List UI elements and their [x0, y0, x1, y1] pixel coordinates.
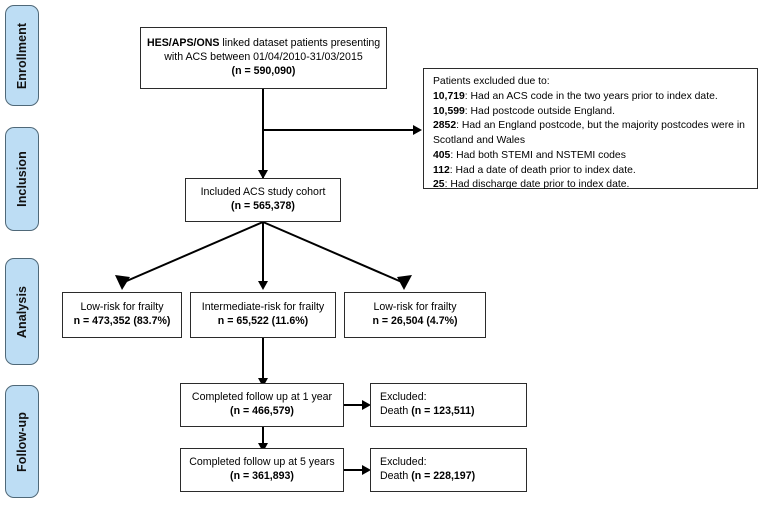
exclusion-item: 10,719: Had an ACS code in the two years…	[433, 90, 749, 105]
source-cohort-line-2: with ACS between 01/04/2010-31/03/2015	[164, 51, 363, 64]
box-followup-1-year: Completed follow up at 1 year (n = 466,5…	[180, 383, 344, 427]
box-frailty-intermediate-risk: Intermediate-risk for frailty n = 65,522…	[190, 292, 336, 338]
exclusion-count: 112	[433, 164, 450, 176]
box-source-cohort: HES/APS/ONS linked dataset patients pres…	[140, 27, 387, 89]
stage-tab-label: Enrollment	[15, 22, 30, 89]
source-cohort-count: (n = 590,090)	[231, 64, 296, 77]
box-excluded-5-years: Excluded: Death (n = 228,197)	[370, 448, 527, 492]
stage-tab-label: Analysis	[15, 285, 29, 338]
exclusion-heading: Patients excluded due to:	[433, 76, 550, 87]
followup-5y-label: Completed follow up at 5 years	[189, 456, 335, 469]
exclusion-reason: : Had a date of death prior to index dat…	[449, 164, 636, 176]
exclusion-count: 25	[433, 179, 445, 191]
box-followup-5-years: Completed follow up at 5 years (n = 361,…	[180, 448, 344, 492]
connector-source-to-included	[262, 88, 264, 178]
arrowhead-to-included-cohort	[258, 170, 268, 179]
stage-tab-label: Inclusion	[15, 151, 30, 207]
exclusion-count: 405	[433, 149, 451, 161]
excluded-5y-label: Excluded:	[380, 456, 427, 469]
excluded-1y-label: Excluded:	[380, 391, 427, 404]
stage-tab-followup: Follow-up	[5, 385, 39, 498]
arrowhead-to-followup-1y	[258, 378, 268, 387]
exclusion-reason: : Had both STEMI and NSTEMI codes	[450, 149, 626, 161]
frailty-high-label: Low-risk for frailty	[373, 301, 457, 314]
frailty-high-count: n = 26,504 (4.7%)	[372, 315, 458, 327]
exclusion-item: 2852: Had an England postcode, but the m…	[433, 119, 749, 149]
exclusion-count: 10,599	[433, 105, 465, 117]
exclusion-item: 405: Had both STEMI and NSTEMI codes	[433, 149, 749, 164]
included-cohort-count: (n = 565,378)	[231, 200, 295, 212]
source-cohort-line-1: HES/APS/ONS linked dataset patients pres…	[147, 37, 380, 51]
followup-1y-label: Completed follow up at 1 year	[191, 391, 333, 404]
connector-intermediate-to-followup1y	[262, 338, 264, 383]
stage-tab-inclusion: Inclusion	[5, 127, 39, 231]
exclusion-count: 10,719	[433, 90, 465, 102]
exclusion-item: 10,599: Had postcode outside England.	[433, 105, 749, 120]
included-cohort-label: Included ACS study cohort	[200, 186, 326, 199]
followup-1y-count: (n = 466,579)	[230, 405, 294, 417]
arrowhead-to-exclusions	[413, 125, 422, 135]
exclusion-item: 112: Had a date of death prior to index …	[433, 164, 749, 179]
exclusion-reason: : Had an ACS code in the two years prior…	[464, 90, 718, 102]
box-frailty-low-risk: Low-risk for frailty n = 473,352 (83.7%)	[62, 292, 182, 338]
source-cohort-datasets: HES/APS/ONS	[147, 37, 220, 50]
connector-followup1y-to-followup5y	[262, 427, 264, 449]
source-cohort-line1-rest: linked dataset patients presenting	[219, 37, 381, 50]
connector-source-to-exclusions	[262, 129, 415, 131]
excluded-1y-count: Death (n = 123,511)	[380, 405, 475, 417]
exclusion-reason: : Had postcode outside England.	[464, 105, 615, 117]
arrowhead-to-excluded-5y	[362, 465, 371, 475]
box-frailty-high-risk: Low-risk for frailty n = 26,504 (4.7%)	[344, 292, 486, 338]
exclusion-reason: : Had discharge date prior to index date…	[444, 179, 630, 191]
box-exclusion-reasons: Patients excluded due to: 10,719: Had an…	[423, 68, 758, 190]
excluded-5y-count: Death (n = 228,197)	[380, 470, 476, 482]
frailty-intermediate-count: n = 65,522 (11.6%)	[217, 315, 309, 327]
connector-included-to-intermediate	[262, 222, 264, 284]
followup-5y-count: (n = 361,893)	[230, 470, 294, 482]
exclusion-reason: : Had an England postcode, but the major…	[433, 120, 745, 147]
arrowhead-to-intermediate	[258, 281, 268, 290]
stage-tab-analysis: Analysis	[5, 258, 39, 365]
connector-followup5y-to-excluded5y	[344, 469, 364, 471]
stage-tab-label: Follow-up	[15, 411, 30, 472]
arrowhead-to-followup-5y	[258, 443, 268, 452]
frailty-intermediate-label: Intermediate-risk for frailty	[201, 301, 325, 314]
box-excluded-1-year: Excluded: Death (n = 123,511)	[370, 383, 527, 427]
arrowhead-to-excluded-1y	[362, 400, 371, 410]
connector-followup1y-to-excluded1y	[344, 404, 364, 406]
exclusion-item: 25: Had discharge date prior to index da…	[433, 178, 749, 193]
frailty-low-count: n = 473,352 (83.7%)	[73, 315, 171, 327]
stage-tab-enrollment: Enrollment	[5, 5, 39, 106]
box-included-cohort: Included ACS study cohort (n = 565,378)	[185, 178, 341, 222]
exclusion-count: 2852	[433, 120, 457, 132]
frailty-low-label: Low-risk for frailty	[80, 301, 164, 314]
